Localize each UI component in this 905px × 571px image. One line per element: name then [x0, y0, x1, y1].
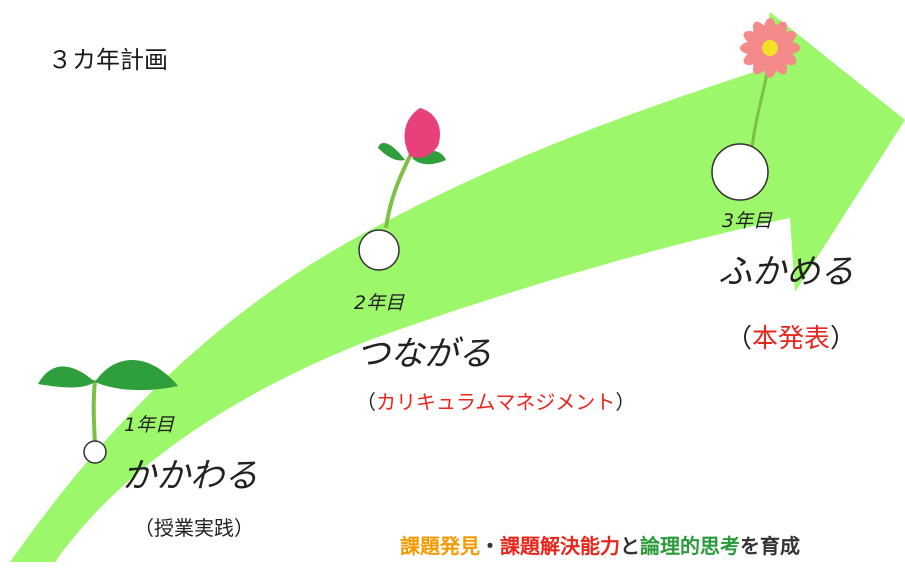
stage2-name: つながる: [356, 334, 492, 374]
page-title: ３カ年計画: [48, 46, 168, 74]
stage3-note: （本発表）: [726, 318, 856, 355]
paren-close: ）: [830, 324, 857, 354]
growth-arrow: [10, 12, 905, 562]
stage1-name: かかわる: [122, 456, 258, 496]
paren-close: ）: [615, 390, 636, 414]
goal-sentence: 課題発見・課題解決能力と論理的思考を育成: [400, 530, 800, 559]
paren-open: （: [356, 390, 376, 414]
stage1-note: （授業実践）: [134, 512, 254, 541]
stage3-note-text: 本発表: [752, 324, 831, 354]
stage3-year: 3年目: [722, 210, 773, 232]
stage2-marker: [358, 229, 400, 271]
flower-icon: [740, 18, 800, 149]
stage2-year: 2年目: [354, 292, 405, 314]
stage3-marker: [711, 143, 769, 201]
stage3-name: ふかめる: [718, 252, 854, 292]
paren-open: （: [726, 324, 753, 354]
bud-icon: [378, 108, 446, 229]
goal-sep: ・: [480, 534, 500, 558]
goal-part2: 課題解決能力: [500, 534, 620, 558]
stage2-note: （カリキュラムマネジメント）: [356, 386, 635, 415]
stage1-year: 1年目: [124, 414, 175, 436]
stage1-marker: [83, 440, 107, 464]
goal-part1: 課題発見: [400, 534, 480, 558]
paren-close: ）: [234, 516, 254, 540]
stage2-note-text: カリキュラムマネジメント: [376, 390, 616, 414]
stage1-note-text: 授業実践: [154, 516, 234, 540]
sprout-icon: [38, 359, 178, 453]
goal-conj: と: [620, 534, 640, 558]
goal-part3: 論理的思考: [640, 534, 740, 558]
goal-rest: を育成: [740, 534, 800, 558]
paren-open: （: [134, 516, 154, 540]
